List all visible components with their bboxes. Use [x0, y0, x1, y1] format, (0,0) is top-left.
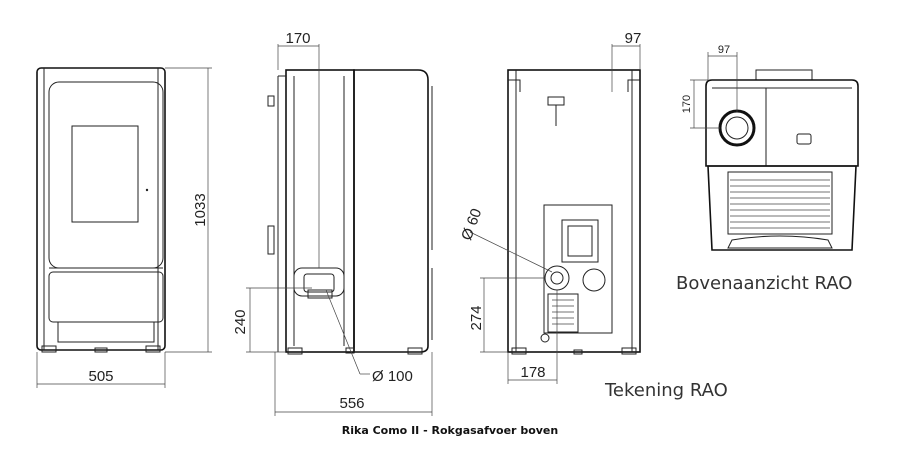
drawing-label: Tekening RAO: [604, 380, 728, 401]
side-view: 170 556 240 Ø 100: [232, 30, 433, 416]
side-flue-diameter-dim: Ø 100: [372, 368, 413, 385]
back-view: 97 Ø 60 274 178: [458, 30, 641, 384]
top-offset-y-dim: 170: [681, 95, 693, 113]
top-view: 97 170: [681, 44, 859, 251]
side-depth-dim: 556: [339, 395, 364, 412]
front-height-dim: 1033: [192, 193, 209, 226]
back-outlet-offset-dim: 178: [520, 364, 545, 381]
side-offset-dim: 170: [285, 30, 310, 47]
top-offset-x-dim: 97: [718, 44, 730, 56]
caption: Rika Como II - Rokgasafvoer boven: [342, 424, 558, 437]
front-view: 505 1033: [36, 67, 212, 388]
back-offset-dim: 97: [625, 30, 642, 47]
top-view-label: Bovenaanzicht RAO: [676, 273, 852, 294]
front-width-dim: 505: [88, 368, 113, 385]
back-outlet-height-dim: 274: [468, 305, 485, 330]
side-flue-height-dim: 240: [232, 309, 249, 334]
